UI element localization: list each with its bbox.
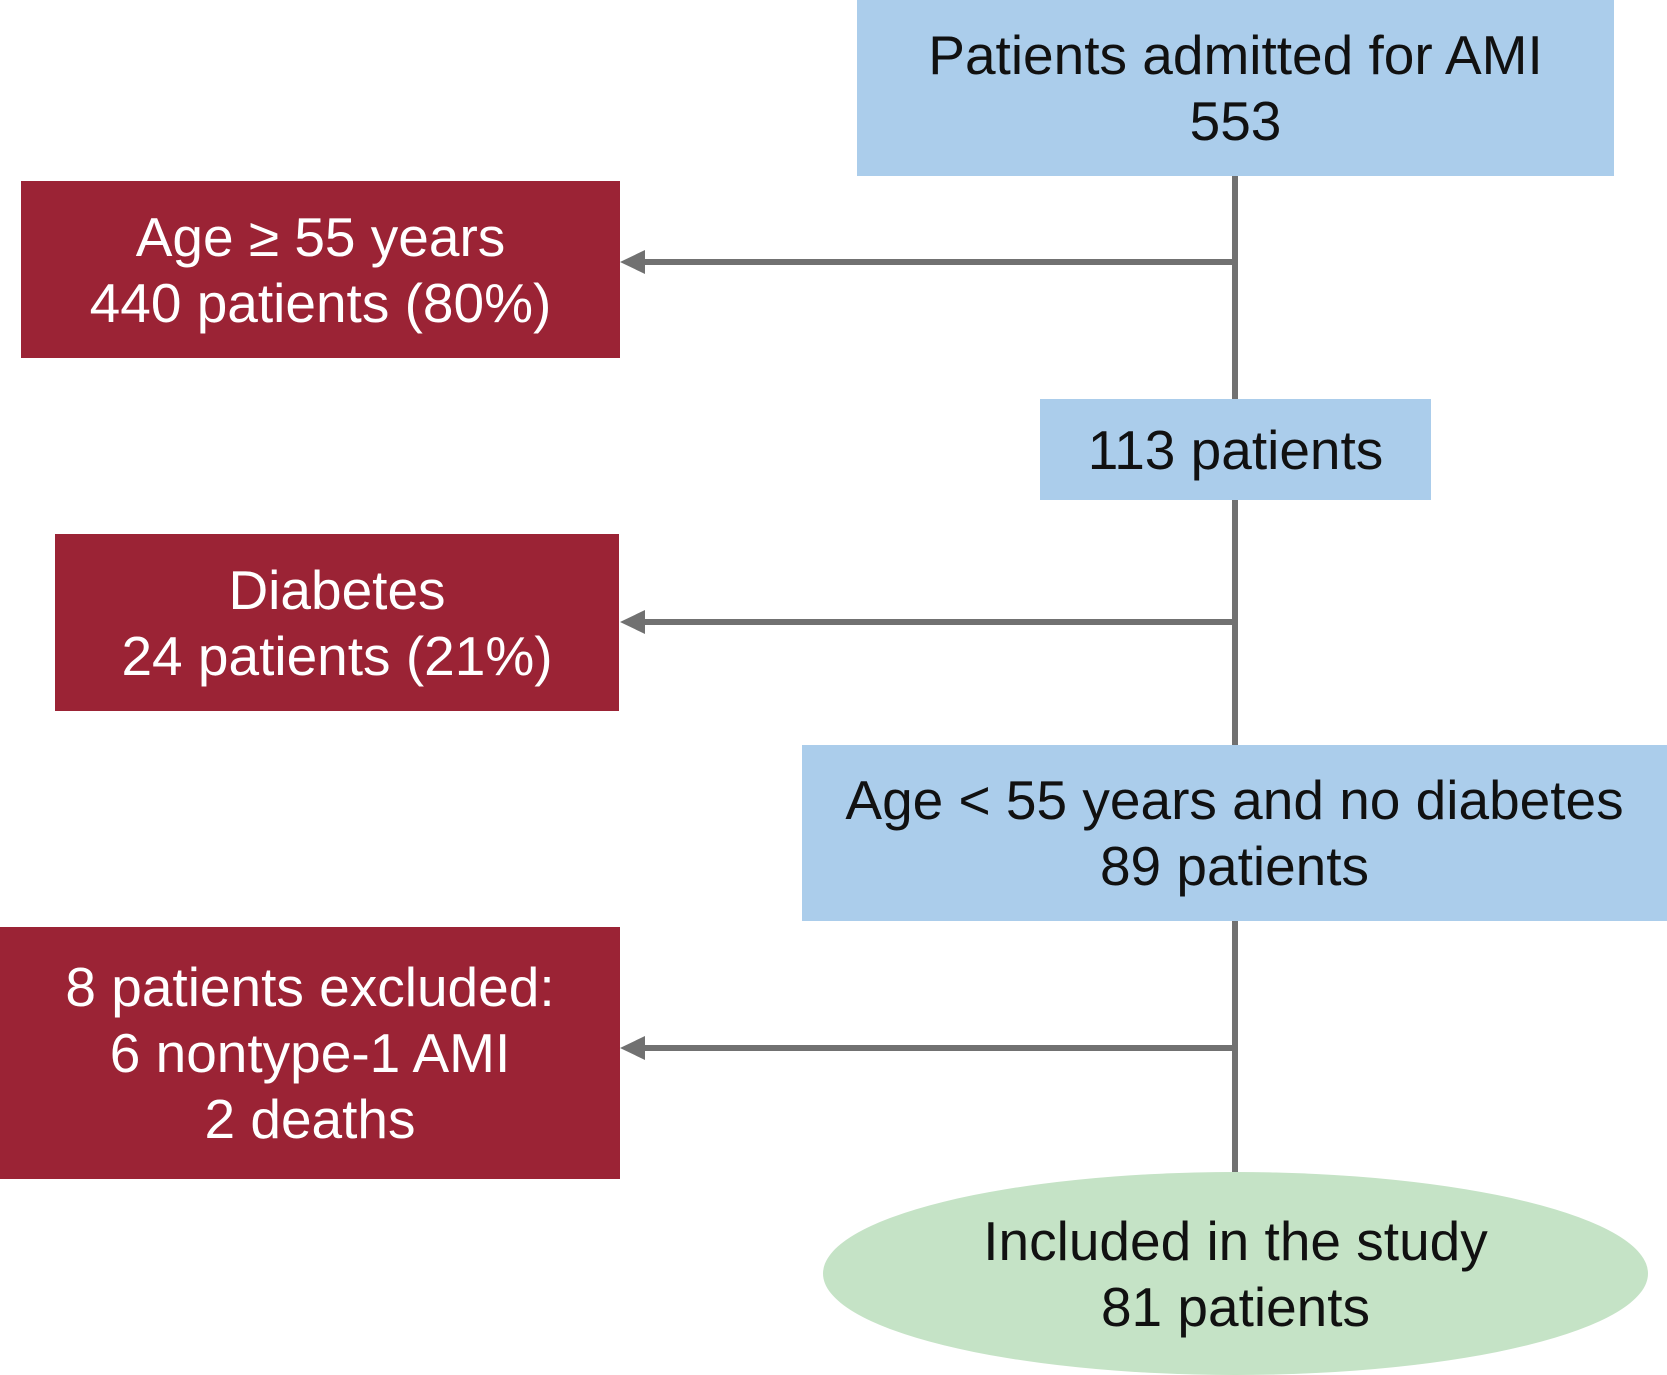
admitted-count: 553 [1189,90,1282,152]
arrowhead-left-icon [620,610,645,634]
remaining-113-box: 113 patients [1040,399,1431,500]
arrowhead-left-icon [620,250,645,274]
exclusion-other-title: 8 patients excluded: [65,956,555,1018]
included-ellipse: Included in the study 81 patients [823,1172,1648,1375]
arrowhead-left-icon [620,1036,645,1060]
exclusion-diabetes-count: 24 patients (21%) [121,624,553,687]
age-no-diabetes-box: Age < 55 years and no diabetes 89 patien… [802,745,1667,921]
admitted-title: Patients admitted for AMI [928,24,1543,86]
exclusion-age-box: Age ≥ 55 years 440 patients (80%) [21,181,620,358]
exclusion-diabetes-title: Diabetes [228,558,446,621]
age-no-diabetes-title: Age < 55 years and no diabetes [845,769,1624,831]
remaining-113-count: 113 patients [1087,418,1384,481]
exclusion-other-reason-2: 2 deaths [204,1088,416,1150]
exclusion-other-reason-1: 6 nontype-1 AMI [109,1022,511,1084]
included-count: 81 patients [1100,1275,1371,1338]
exclusion-age-count: 440 patients (80%) [89,271,552,334]
age-no-diabetes-count: 89 patients [1099,835,1370,897]
exclusion-other-box: 8 patients excluded: 6 nontype-1 AMI 2 d… [0,927,620,1179]
exclusion-diabetes-box: Diabetes 24 patients (21%) [55,534,619,711]
admitted-box: Patients admitted for AMI 553 [857,0,1614,176]
exclusion-age-title: Age ≥ 55 years [135,205,506,268]
included-title: Included in the study [983,1209,1488,1272]
